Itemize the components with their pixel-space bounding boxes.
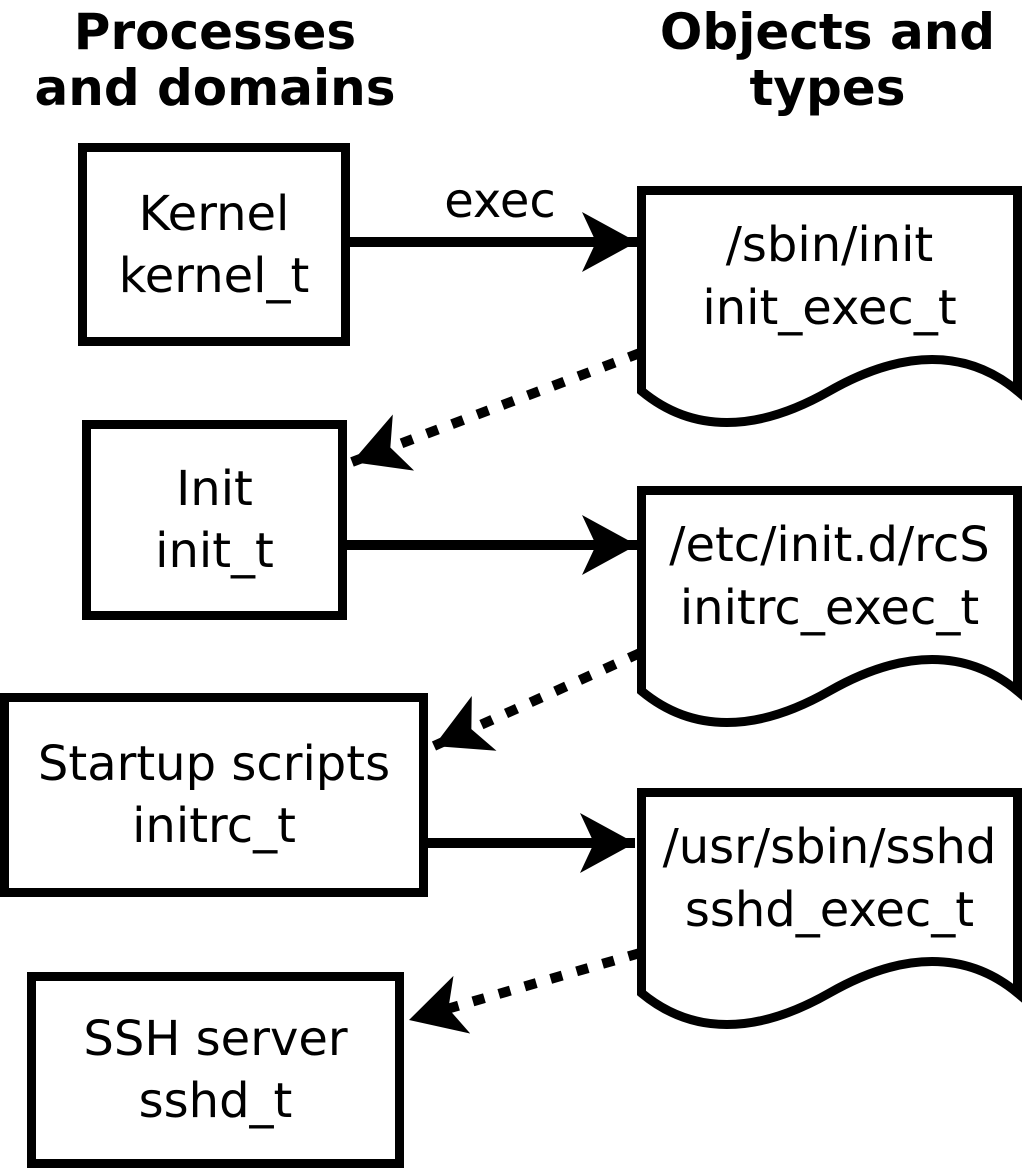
document-shape-icon (637, 788, 1022, 1029)
object-type: init_exec_t (702, 280, 957, 336)
process-domain: sshd_t (138, 1073, 293, 1129)
object-path: /sbin/init (725, 217, 934, 273)
transition-arrow-to-initrc (431, 648, 643, 751)
process-domain: kernel_t (118, 247, 310, 304)
exec-arrow-label: exec (444, 173, 556, 229)
process-box-startup-scripts: Startup scripts initrc_t (0, 693, 428, 897)
object-doc-etc-initd-rcs: /etc/init.d/rcS initrc_exec_t (637, 486, 1022, 736)
process-name: SSH server (83, 1011, 348, 1067)
object-type: initrc_exec_t (679, 580, 980, 636)
object-path: /usr/sbin/sshd (662, 819, 997, 875)
process-box-ssh-server: SSH server sshd_t (27, 972, 404, 1168)
process-box-init: Init init_t (82, 420, 347, 620)
object-doc-usr-sbin-sshd: /usr/sbin/sshd sshd_exec_t (637, 788, 1022, 1038)
left-column-header: Processes and domains (34, 3, 396, 117)
document-shape-icon (637, 186, 1022, 427)
process-domain: initrc_t (132, 798, 296, 854)
right-column-header: Objects and types (659, 3, 996, 117)
process-box-kernel: Kernel kernel_t (78, 143, 350, 346)
object-type: sshd_exec_t (684, 882, 975, 938)
process-name: Startup scripts (37, 736, 391, 792)
object-doc-sbin-init: /sbin/init init_exec_t (637, 186, 1022, 436)
object-doc-text: /etc/init.d/rcS initrc_exec_t (637, 514, 1022, 640)
document-shape-icon (637, 486, 1022, 727)
object-doc-text: /usr/sbin/sshd sshd_exec_t (637, 816, 1022, 942)
process-name: Kernel (138, 185, 290, 242)
object-doc-text: /sbin/init init_exec_t (637, 214, 1022, 340)
process-domain: init_t (155, 523, 274, 579)
transition-arrow-to-init (350, 348, 642, 471)
object-path: /etc/init.d/rcS (669, 517, 990, 573)
transition-arrow-to-sshd (407, 948, 642, 1034)
process-name: Init (176, 461, 253, 517)
